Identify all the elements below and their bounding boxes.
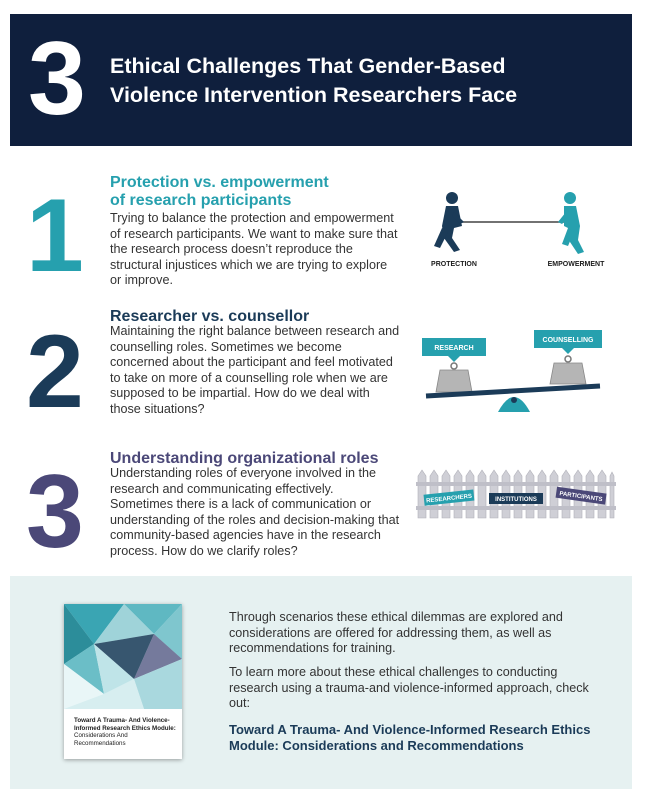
- footer-paragraph-1: Through scenarios these ethical dilemmas…: [229, 610, 563, 656]
- protection-figure-icon: [434, 192, 464, 252]
- module-cover-thumbnail[interactable]: Toward A Trauma- And Violence-Informed R…: [64, 604, 182, 759]
- item-body: Understanding roles of everyone involved…: [110, 466, 400, 558]
- seesaw-illustration: RESEARCH COUNSELLING: [422, 330, 602, 412]
- item-heading: Understanding organizational roles: [110, 450, 400, 468]
- fence-illustration: RESEARCHERS INSTITUTIONS PARTICIPANTS: [416, 469, 616, 519]
- right-weight-icon: [549, 355, 587, 385]
- title-line-2: Violence Intervention Researchers Face: [110, 83, 518, 107]
- participants-tag: PARTICIPANTS: [559, 491, 603, 503]
- item-heading: Protection vs. empowerment of research p…: [110, 174, 400, 210]
- fulcrum-icon: [498, 397, 530, 412]
- item-number: 1: [26, 178, 84, 294]
- cover-title: Toward A Trauma- And Violence-Informed R…: [74, 717, 176, 747]
- module-link[interactable]: Toward A Trauma- And Violence-Informed R…: [229, 722, 591, 753]
- heading-line-1: Understanding organizational roles: [110, 450, 379, 467]
- institutions-tag: INSTITUTIONS: [495, 497, 537, 503]
- empowerment-label: EMPOWERMENT: [548, 261, 606, 268]
- cover-title-main: Toward A Trauma- And Violence-Informed R…: [74, 717, 176, 732]
- empowerment-figure-icon: [558, 192, 584, 254]
- researchers-tag: RESEARCHERS: [426, 494, 472, 505]
- item-heading: Researcher vs. counsellor: [110, 308, 400, 326]
- header-number: 3: [28, 21, 86, 137]
- item-body: Trying to balance the protection and emp…: [110, 211, 398, 288]
- footer-paragraph-2: To learn more about these ethical challe…: [229, 665, 589, 711]
- challenge-item-3: 3 Understanding organizational roles Und…: [0, 448, 645, 578]
- research-sign: [422, 338, 486, 356]
- heading-line-2: of research participants: [110, 192, 292, 209]
- header-banner: 3 Ethical Challenges That Gender-Based V…: [10, 14, 632, 146]
- item-number: 2: [26, 314, 84, 430]
- challenge-item-2: 2 Researcher vs. counsellor Maintaining …: [0, 308, 645, 438]
- page-title: Ethical Challenges That Gender-Based Vio…: [110, 52, 590, 110]
- heading-line-1: Protection vs. empowerment: [110, 174, 329, 191]
- counselling-sign: [534, 330, 602, 348]
- challenge-item-1: 1 Protection vs. empowerment of research…: [0, 170, 645, 300]
- research-label: RESEARCH: [434, 345, 473, 352]
- title-line-1: Ethical Challenges That Gender-Based: [110, 54, 506, 78]
- protection-label: PROTECTION: [431, 261, 477, 268]
- item-number: 3: [26, 454, 84, 570]
- tug-of-war-illustration: PROTECTION EMPOWERMENT: [431, 192, 606, 268]
- cover-subtitle: Considerations And Recommendations: [74, 732, 128, 747]
- item-body: Maintaining the right balance between re…: [110, 324, 400, 416]
- left-weight-icon: [435, 362, 473, 393]
- cover-geometric-art: [64, 604, 182, 709]
- counselling-label: COUNSELLING: [543, 337, 595, 344]
- footer-panel: Toward A Trauma- And Violence-Informed R…: [10, 576, 632, 789]
- heading-line-1: Researcher vs. counsellor: [110, 308, 310, 325]
